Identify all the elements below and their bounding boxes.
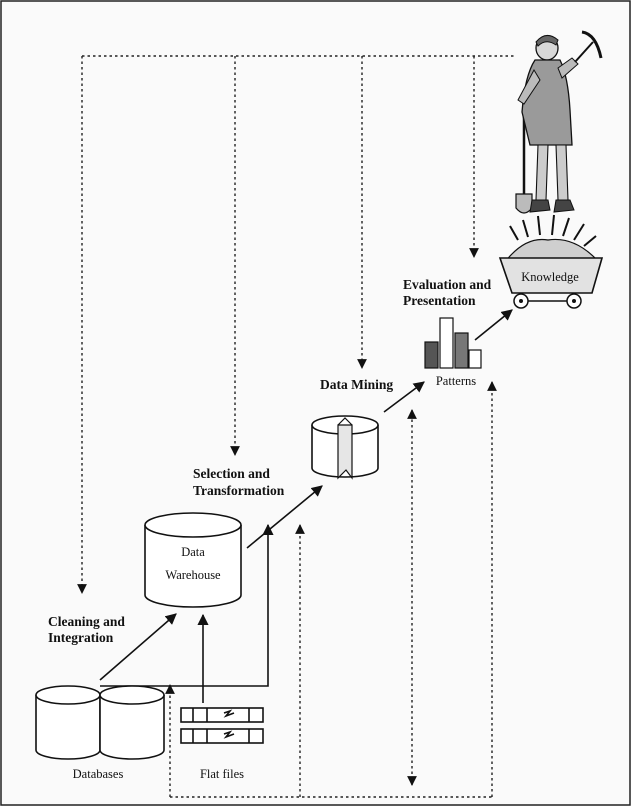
miner-figure-icon <box>516 32 601 213</box>
stage-label-cleaning-line2: Integration <box>48 630 114 645</box>
data-warehouse-cylinder <box>145 513 241 607</box>
stage-label-selection-line1: Selection and <box>193 466 270 481</box>
knowledge-cart-icon <box>500 215 602 308</box>
node-label-warehouse-line2: Warehouse <box>165 568 221 582</box>
flat-files-icon <box>181 708 263 743</box>
stage-label-mining: Data Mining <box>320 377 393 392</box>
stage-label-evaluation-line1: Evaluation and <box>403 277 492 292</box>
node-label-warehouse-line1: Data <box>181 545 205 559</box>
node-label-databases: Databases <box>73 767 124 781</box>
stage-label-evaluation-line2: Presentation <box>403 293 476 308</box>
stage-label-selection-line2: Transformation <box>193 483 285 498</box>
node-label-knowledge: Knowledge <box>521 270 579 284</box>
data-mining-cylinder <box>312 416 378 478</box>
stage-label-cleaning-line1: Cleaning and <box>48 614 125 629</box>
node-label-flat-files: Flat files <box>200 767 244 781</box>
databases-cylinders <box>36 686 164 759</box>
node-label-patterns: Patterns <box>436 374 476 388</box>
flow-arrows <box>100 310 512 703</box>
patterns-bar-icon <box>425 318 481 368</box>
